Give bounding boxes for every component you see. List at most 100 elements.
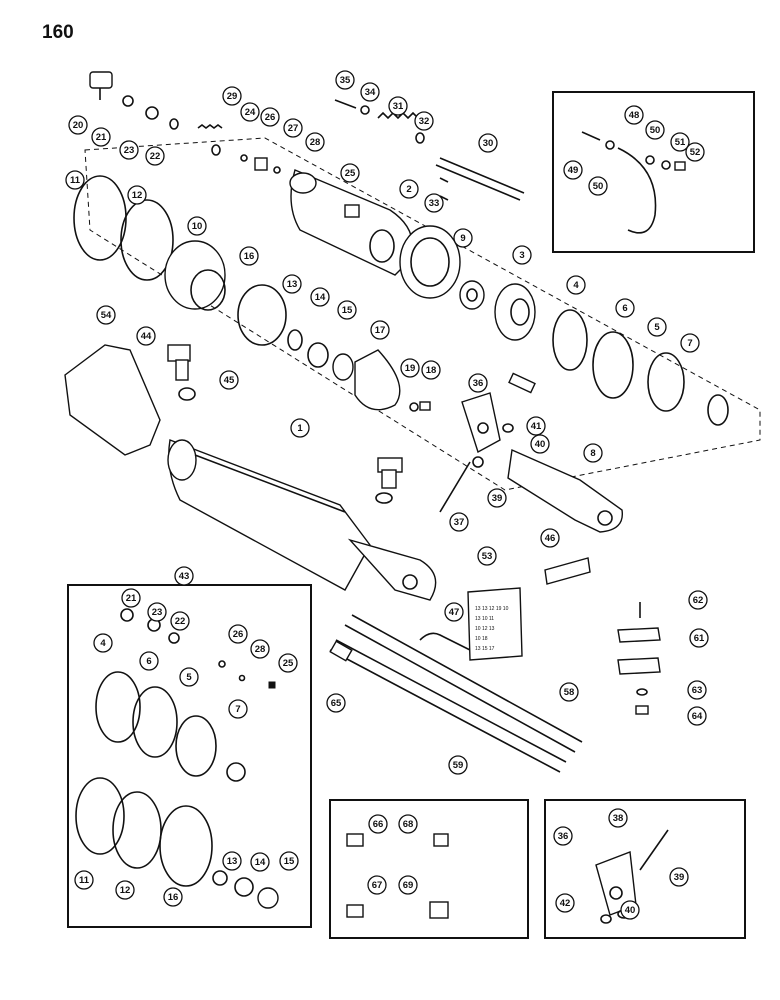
callout-69: 69 — [398, 875, 418, 895]
svg-text:50: 50 — [650, 125, 661, 136]
kit-part-22 — [168, 632, 180, 644]
callout-46: 46 — [540, 528, 560, 548]
svg-text:21: 21 — [96, 132, 107, 143]
callout-49: 49 — [563, 160, 583, 180]
callout-15: 15 — [337, 300, 357, 320]
callout-40: 40 — [530, 434, 550, 454]
inset-hook-box — [552, 91, 755, 253]
svg-text:25: 25 — [345, 168, 356, 179]
svg-text:6: 6 — [146, 656, 151, 667]
svg-text:1: 1 — [297, 423, 303, 434]
callout-6: 6 — [615, 298, 635, 318]
svg-text:50: 50 — [593, 181, 604, 192]
part-58-hose — [344, 614, 583, 753]
svg-text:49: 49 — [568, 165, 579, 176]
kit-part-28 — [238, 674, 246, 682]
part-16-ring — [237, 284, 287, 346]
part-4-ring — [552, 309, 588, 371]
part-13-ring — [287, 329, 303, 351]
part-30-pin — [435, 157, 525, 201]
svg-text:4: 4 — [573, 280, 579, 291]
kit-part-4 — [95, 671, 141, 743]
part-19-washer — [409, 402, 419, 412]
svg-text:19: 19 — [405, 363, 416, 374]
kit-callout-4: 4 — [93, 633, 113, 653]
part-59-hose — [329, 639, 567, 773]
callout-50-secondary: 50 — [645, 120, 665, 140]
callout-63: 63 — [687, 680, 707, 700]
svg-text:35: 35 — [340, 75, 351, 86]
kit-callout-25: 25 — [278, 653, 298, 673]
svg-text:39: 39 — [492, 493, 503, 504]
part-12-ring — [120, 199, 174, 281]
callout-4: 4 — [566, 275, 586, 295]
kit-callout-16: 16 — [163, 887, 183, 907]
page-number: 160 — [42, 22, 74, 43]
part-51-washer — [661, 160, 671, 170]
callout-5: 5 — [647, 317, 667, 337]
svg-text:12: 12 — [120, 885, 131, 896]
svg-text:43: 43 — [179, 571, 190, 582]
kit-part-5 — [175, 715, 217, 777]
kit-callout-13: 13 — [222, 851, 242, 871]
kit-callout-5: 5 — [179, 667, 199, 687]
part-28-ball — [273, 166, 281, 174]
svg-text:51: 51 — [675, 137, 686, 148]
callout-26: 26 — [260, 107, 280, 127]
svg-text:7: 7 — [235, 704, 240, 715]
svg-text:17: 17 — [375, 325, 386, 336]
kit-part-11 — [75, 777, 125, 855]
part-40-nut — [502, 423, 514, 433]
svg-text:26: 26 — [265, 112, 276, 123]
part-61-clamp-lower — [617, 657, 661, 675]
callout-2: 2 — [399, 179, 419, 199]
part-11-ring — [73, 175, 127, 261]
kit-callout-11: 11 — [74, 870, 94, 890]
callout-42: 42 — [555, 893, 575, 913]
svg-text:28: 28 — [310, 137, 321, 148]
svg-text:69: 69 — [403, 880, 414, 891]
part-66-adapter — [346, 833, 364, 847]
callout-13: 13 — [282, 274, 302, 294]
inset-bracket-box — [544, 799, 746, 939]
svg-text:38: 38 — [613, 813, 624, 824]
part-31-spring — [377, 111, 419, 120]
plate-text-line: 10 12 13 — [475, 626, 495, 632]
callout-8: 8 — [583, 443, 603, 463]
part-7-ring — [707, 394, 729, 426]
svg-text:66: 66 — [373, 819, 384, 830]
kit-part-26 — [218, 660, 226, 668]
part-1-cylinder-assembly — [167, 439, 437, 601]
svg-text:40: 40 — [535, 439, 546, 450]
part-49-bolt — [581, 131, 601, 141]
callout-59: 59 — [448, 755, 468, 775]
svg-text:7: 7 — [687, 338, 692, 349]
svg-text:37: 37 — [454, 517, 465, 528]
svg-text:58: 58 — [564, 687, 575, 698]
part-24-ball — [240, 154, 248, 162]
svg-text:15: 15 — [342, 305, 353, 316]
part-3-piston — [494, 283, 536, 341]
svg-text:59: 59 — [453, 760, 464, 771]
callout-34: 34 — [360, 82, 380, 102]
svg-text:42: 42 — [560, 898, 571, 909]
callout-48: 48 — [624, 105, 644, 125]
callout-9: 9 — [453, 228, 473, 248]
part-23-ring — [145, 106, 159, 120]
part-44-elbow-upper — [167, 344, 191, 362]
callout-52: 52 — [685, 142, 705, 162]
kit-callout-21: 21 — [121, 588, 141, 608]
svg-text:23: 23 — [152, 607, 163, 618]
kit-part-12 — [112, 791, 162, 869]
svg-text:14: 14 — [315, 292, 326, 303]
callout-67: 67 — [367, 875, 387, 895]
callout-12: 12 — [127, 185, 147, 205]
svg-text:26: 26 — [233, 629, 244, 640]
kit-part-25 — [268, 681, 276, 689]
callout-64: 64 — [687, 706, 707, 726]
svg-text:39: 39 — [674, 872, 685, 883]
part-63-washer — [636, 688, 648, 696]
assembly-dashed-outline — [84, 137, 761, 491]
